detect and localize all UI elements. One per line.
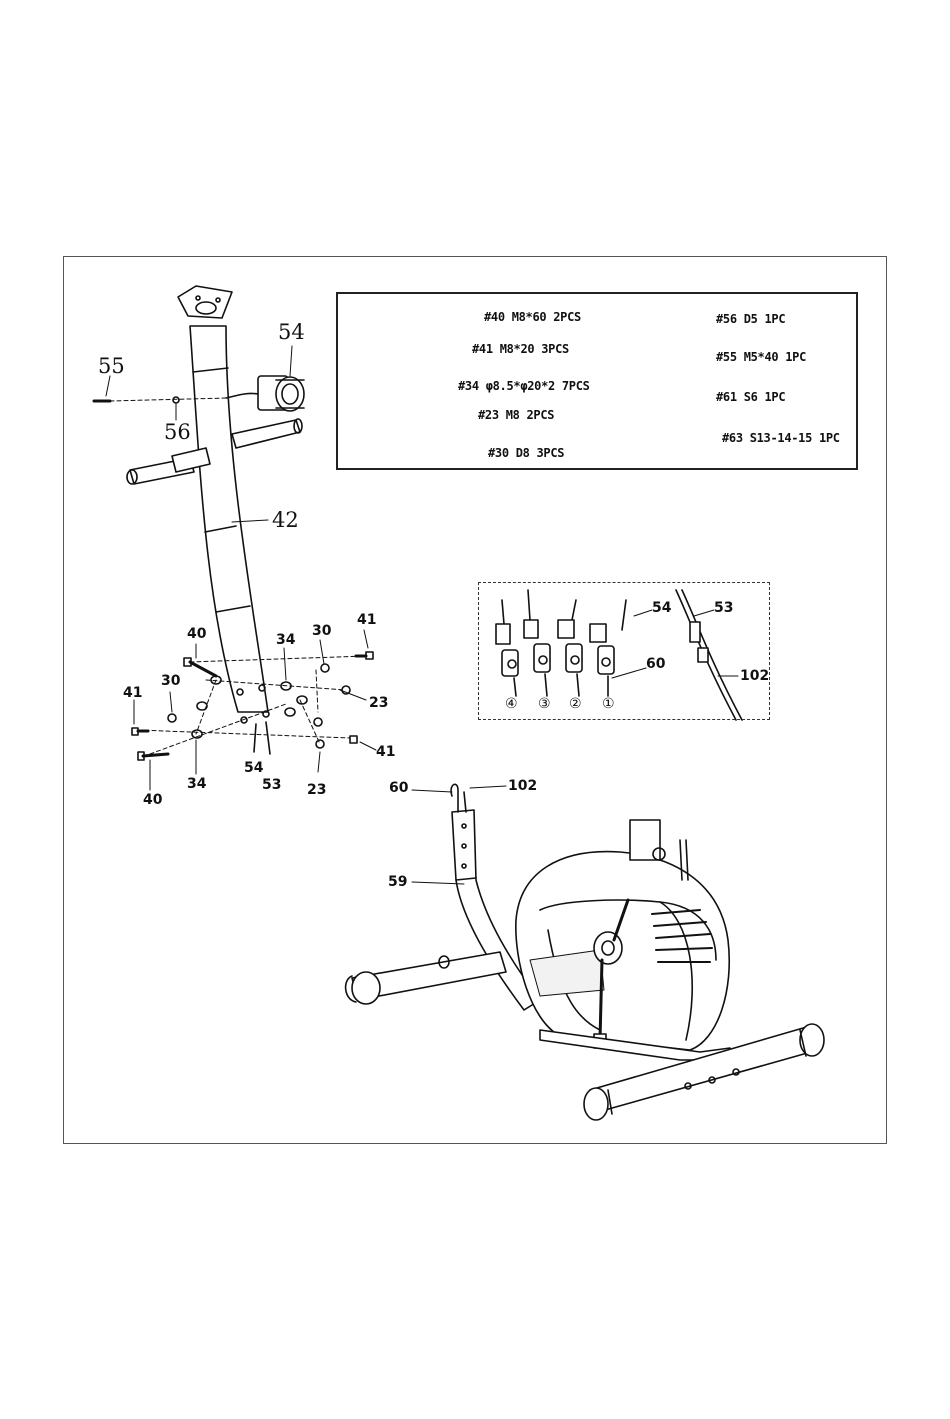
callout-30: 30: [312, 623, 331, 639]
callout-34: 34: [276, 632, 295, 648]
hardware-label: #61 S6 1PC: [716, 390, 785, 404]
callout-41: 41: [123, 685, 142, 701]
hardware-label: #63 S13-14-15 1PC: [722, 431, 840, 445]
hardware-label: #55 M5*40 1PC: [716, 350, 806, 364]
callout-102: 102: [740, 668, 769, 684]
callout-54: 54: [652, 600, 671, 616]
tension-knob: [226, 376, 304, 411]
bike-frame: [346, 784, 824, 1120]
callout-54: 54: [244, 760, 263, 776]
step-1-marker: ①: [602, 696, 615, 712]
callout-60: 60: [646, 656, 665, 672]
callout-23: 23: [369, 695, 388, 711]
hardware-label: #34 φ8.5*φ20*2 7PCS: [458, 379, 590, 393]
hardware-label: #41 M8*20 3PCS: [472, 342, 569, 356]
callout-56: 56: [164, 420, 191, 444]
callout-54: 54: [278, 320, 305, 344]
step-2-marker: ②: [569, 696, 582, 712]
step-4-marker: ④: [505, 696, 518, 712]
callout-34: 34: [187, 776, 206, 792]
callout-60: 60: [389, 780, 408, 796]
callout-53: 53: [262, 777, 281, 793]
hardware-label: #56 D5 1PC: [716, 312, 785, 326]
hardware-label: #30 D8 3PCS: [488, 446, 564, 460]
callout-30: 30: [161, 673, 180, 689]
callout-59: 59: [388, 874, 407, 890]
hardware-label: #23 M8 2PCS: [478, 408, 554, 422]
callout-53: 53: [714, 600, 733, 616]
callout-41: 41: [376, 744, 395, 760]
handlebar-post: [178, 286, 268, 712]
callout-55: 55: [98, 354, 125, 378]
step-3-marker: ③: [538, 696, 551, 712]
callout-102: 102: [508, 778, 537, 794]
callout-23: 23: [307, 782, 326, 798]
callout-40: 40: [143, 792, 162, 808]
callout-42: 42: [272, 508, 299, 532]
callout-40: 40: [187, 626, 206, 642]
callout-41: 41: [357, 612, 376, 628]
hardware-label: #40 M8*60 2PCS: [484, 310, 581, 324]
